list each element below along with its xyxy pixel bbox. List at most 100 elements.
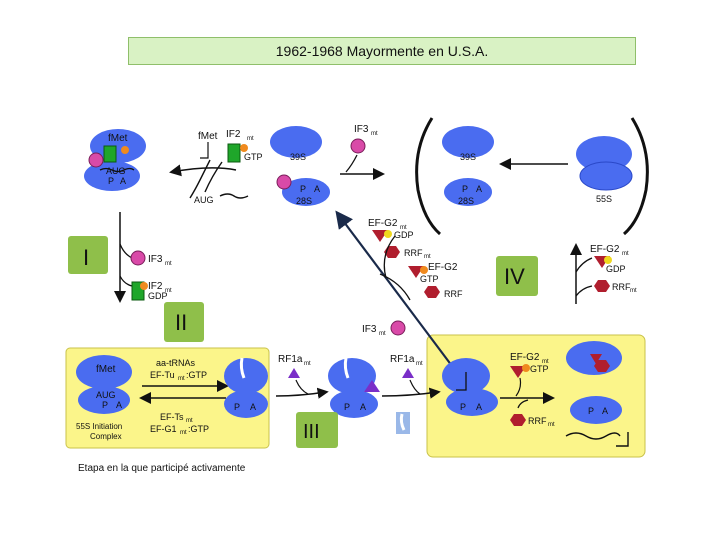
rrf-factor-icon bbox=[594, 280, 610, 292]
svg-text:AUG: AUG bbox=[96, 390, 116, 400]
a-site-label: A bbox=[120, 176, 126, 186]
svg-text:mt: mt bbox=[379, 331, 386, 337]
svg-text:mt: mt bbox=[400, 225, 407, 231]
arrow-icon bbox=[335, 210, 453, 367]
svg-text:EF-G2: EF-G2 bbox=[368, 218, 398, 229]
rrf-factor-icon bbox=[424, 286, 440, 298]
svg-text:A: A bbox=[602, 406, 608, 416]
initiation-ribosome: fMet AUG P A bbox=[84, 129, 146, 191]
if3-top-label: IF3 bbox=[354, 124, 369, 135]
svg-text:IF3: IF3 bbox=[362, 324, 377, 335]
svg-text:P: P bbox=[462, 184, 468, 194]
svg-text:mt: mt bbox=[247, 136, 254, 142]
ribosome-icon bbox=[570, 396, 622, 424]
svg-text:aa-tRNAs: aa-tRNAs bbox=[156, 358, 196, 368]
initiation-complex-label-1: 55S Initiation bbox=[76, 422, 122, 431]
svg-text:mt: mt bbox=[542, 359, 549, 365]
ribosome-icon bbox=[282, 178, 330, 206]
aug-free-label: AUG bbox=[194, 195, 214, 205]
if3-factor-icon bbox=[276, 174, 292, 190]
efg2-factor-icon bbox=[408, 266, 424, 278]
svg-text:mt: mt bbox=[180, 430, 187, 436]
diagram-title: 1962-1968 Mayormente en U.S.A. bbox=[128, 37, 636, 65]
svg-text:mt: mt bbox=[424, 254, 431, 260]
efg2-factor-icon bbox=[372, 230, 388, 242]
svg-text:EF-Ts: EF-Ts bbox=[160, 412, 184, 422]
svg-text:RRF: RRF bbox=[612, 282, 631, 292]
fmet-free-label: fMet bbox=[198, 131, 218, 142]
stage-iii-box bbox=[296, 412, 338, 448]
if3-factor-icon bbox=[130, 250, 146, 266]
svg-text:GTP: GTP bbox=[420, 274, 439, 284]
svg-text:P: P bbox=[300, 184, 306, 194]
stage-ii-box bbox=[164, 302, 204, 342]
svg-text:IF2: IF2 bbox=[148, 281, 163, 292]
arrow-icon bbox=[169, 164, 237, 177]
fmet-label: fMet bbox=[108, 133, 128, 144]
svg-text:mt: mt bbox=[186, 418, 193, 424]
svg-text:fMet: fMet bbox=[96, 364, 116, 375]
stage-ii-label: II bbox=[175, 310, 187, 335]
svg-text:A: A bbox=[314, 184, 320, 194]
p-site-label: P bbox=[108, 176, 114, 186]
svg-text:EF-G2: EF-G2 bbox=[590, 244, 620, 255]
svg-text::GTP: :GTP bbox=[186, 370, 207, 380]
stage-i-label: I bbox=[83, 245, 89, 270]
if2-label: IF2 bbox=[226, 129, 241, 140]
trna-icon bbox=[343, 357, 350, 379]
ribosome-icon bbox=[442, 126, 494, 158]
svg-text:IF3: IF3 bbox=[148, 254, 163, 265]
svg-text:A: A bbox=[360, 402, 366, 412]
mrna-icon bbox=[219, 193, 249, 199]
39s-label: 39S bbox=[290, 152, 306, 162]
svg-text:GDP: GDP bbox=[148, 291, 168, 301]
svg-text:39S: 39S bbox=[460, 152, 476, 162]
mrna-icon bbox=[99, 167, 135, 173]
svg-text:28S: 28S bbox=[458, 196, 474, 206]
svg-text:mt: mt bbox=[304, 361, 311, 367]
svg-text:EF-Tu: EF-Tu bbox=[150, 370, 175, 380]
mrna-icon bbox=[565, 432, 621, 440]
svg-text:EF-G2: EF-G2 bbox=[510, 352, 540, 363]
svg-text:A: A bbox=[116, 400, 122, 410]
svg-text:EF-G2: EF-G2 bbox=[428, 262, 458, 273]
ribosome-icon bbox=[444, 178, 492, 206]
rf1a-factor-icon bbox=[288, 368, 300, 378]
svg-text:RRF: RRF bbox=[404, 248, 423, 258]
svg-text:mt: mt bbox=[165, 261, 172, 267]
svg-text:mt: mt bbox=[178, 376, 185, 382]
stage-iv-label: IV bbox=[504, 264, 525, 289]
caption: Etapa en la que participé activamente bbox=[78, 463, 246, 474]
svg-text::GTP: :GTP bbox=[188, 424, 209, 434]
svg-text:mt: mt bbox=[165, 288, 172, 294]
svg-text:A: A bbox=[476, 402, 482, 412]
svg-text:RF1a: RF1a bbox=[390, 354, 415, 365]
trna-icon bbox=[239, 357, 246, 379]
svg-text:P: P bbox=[102, 400, 108, 410]
55s-label: 55S bbox=[596, 194, 612, 204]
rf1a-factor-icon bbox=[402, 368, 414, 378]
svg-text:P: P bbox=[234, 402, 240, 412]
svg-text:P: P bbox=[588, 406, 594, 416]
svg-text:mt: mt bbox=[630, 288, 637, 294]
svg-text:P: P bbox=[344, 402, 350, 412]
svg-text:GDP: GDP bbox=[606, 264, 626, 274]
ribosome-icon bbox=[576, 136, 632, 172]
svg-text:mt: mt bbox=[622, 251, 629, 257]
svg-text:P: P bbox=[460, 402, 466, 412]
efg2-factor-icon bbox=[510, 366, 526, 378]
ribosome-icon bbox=[224, 358, 268, 394]
svg-text:RF1a: RF1a bbox=[278, 354, 303, 365]
28s-label: 28S bbox=[296, 196, 312, 206]
if3-factor-icon bbox=[350, 138, 366, 154]
svg-text:A: A bbox=[476, 184, 482, 194]
if2-factor-icon bbox=[227, 143, 241, 163]
if3-factor-icon bbox=[88, 152, 104, 168]
svg-text:mt: mt bbox=[416, 361, 423, 367]
fmet-trna-icon bbox=[103, 145, 117, 163]
stage-iii-label: III bbox=[303, 421, 320, 443]
ribosome-icon bbox=[328, 358, 376, 394]
svg-text:GTP: GTP bbox=[530, 364, 549, 374]
rrf-factor-icon bbox=[510, 414, 526, 426]
